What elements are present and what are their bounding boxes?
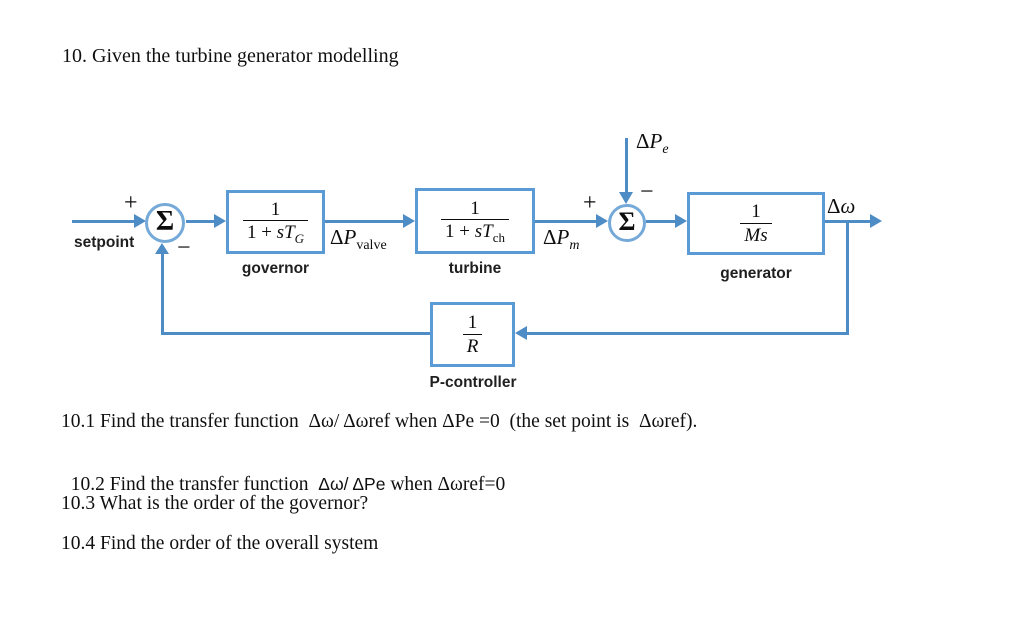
setpoint-label: setpoint <box>74 234 135 251</box>
sigma-symbol: Σ <box>155 206 175 237</box>
sum1-plus-sign: + <box>124 190 138 216</box>
pcontroller-label: P-controller <box>429 374 517 391</box>
arrowhead-into-turbine-icon <box>403 214 415 228</box>
arrowhead-into-pcontroller-icon <box>515 326 527 340</box>
question-10-3: 10.3 What is the order of the governor? <box>61 493 369 514</box>
arrowhead-into-sum1-icon <box>134 214 146 228</box>
governor-label: governor <box>241 260 310 277</box>
delta-omega-label: Δω <box>827 194 856 218</box>
arrowhead-into-generator-icon <box>675 214 687 228</box>
governor-to-turbine-line <box>325 220 403 223</box>
question-10-2-sans-math: Δω/ ΔPe <box>318 474 386 494</box>
delta-p-valve-label: ΔPvalve <box>330 225 387 254</box>
arrowhead-dpe-into-sum2-icon <box>619 192 633 204</box>
dpe-input-line <box>625 138 628 192</box>
question-10-2: 10.2 Find the transfer function Δω/ ΔPe … <box>61 452 505 496</box>
generator-block: 1 Ms <box>687 192 825 255</box>
turbine-block: 1 1 + sTch <box>415 188 535 254</box>
summing-junction-1: Σ <box>145 203 185 243</box>
sum2-minus-sign: − <box>640 179 654 205</box>
arrowhead-into-sum1-bottom-icon <box>155 243 169 254</box>
governor-transfer-function: 1 1 + sTG <box>242 199 309 245</box>
sum1-minus-sign: − <box>177 235 191 261</box>
sigma-symbol: Σ <box>618 207 636 236</box>
pcontroller-transfer-function: 1 R <box>462 312 483 357</box>
generator-transfer-function: 1 Ms <box>740 201 772 246</box>
sum2-to-generator-line <box>646 220 675 223</box>
governor-block: 1 1 + sTG <box>226 190 325 254</box>
delta-p-m-label: ΔPm <box>543 225 580 254</box>
question-10-4: 10.4 Find the order of the overall syste… <box>61 533 379 554</box>
turbine-label: turbine <box>448 260 502 277</box>
arrowhead-into-governor-icon <box>214 214 226 228</box>
summing-junction-2: Σ <box>608 204 646 242</box>
sum2-plus-sign: + <box>583 190 597 216</box>
feedback-drop-line <box>846 221 849 335</box>
input-line <box>72 220 134 223</box>
question-10-2-text-end: when Δωref=0 <box>385 474 506 495</box>
output-arrowhead-icon <box>870 214 882 228</box>
delta-p-e-label: ΔPe <box>636 129 669 158</box>
feedback-riser-line <box>161 253 164 335</box>
generator-label: generator <box>720 265 792 282</box>
feedback-line-right <box>527 332 849 335</box>
feedback-line-left <box>163 332 430 335</box>
question-10-1: 10.1 Find the transfer function Δω/ Δωre… <box>61 411 698 432</box>
sum1-to-governor-line <box>186 220 214 223</box>
turbine-transfer-function: 1 1 + sTch <box>441 198 509 244</box>
page-title: 10. Given the turbine generator modellin… <box>62 45 399 67</box>
pcontroller-block: 1 R <box>430 302 515 367</box>
question-10-2-text: 10.2 Find the transfer function <box>70 474 319 495</box>
arrowhead-into-sum2-icon <box>596 214 608 228</box>
turbine-to-sum2-line <box>535 220 596 223</box>
